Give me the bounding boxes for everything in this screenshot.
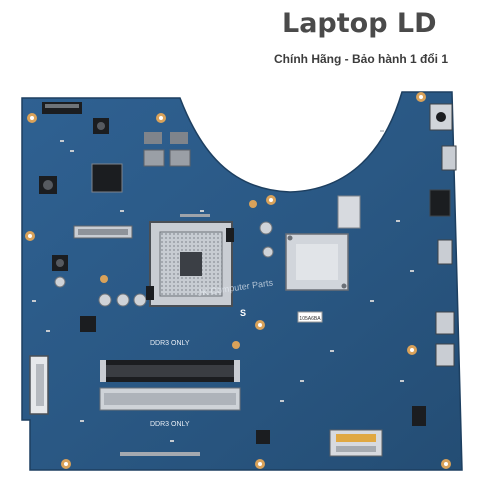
- ddr-label-bottom: DDR3 ONLY: [150, 421, 190, 428]
- chipset-heatsink: [285, 233, 349, 291]
- ram-slot-bottom: [99, 387, 241, 411]
- inductors: [39, 118, 270, 444]
- capacitors: [54, 221, 274, 307]
- bios-shield: [337, 195, 361, 229]
- right-ports: [412, 103, 457, 426]
- power-chokes: [143, 132, 191, 167]
- sata-connector: [29, 355, 49, 415]
- card-reader: [329, 429, 383, 457]
- brand-mark: S: [240, 308, 246, 318]
- cpu-socket: [146, 221, 234, 307]
- warranty-subtitle: Chính Hãng - Bảo hành 1 đổi 1: [274, 52, 448, 66]
- smd-components: [32, 130, 414, 456]
- serial-sticker: [297, 311, 323, 323]
- sticker-text: 105A6BA: [299, 316, 321, 322]
- ram-slot-top: [100, 360, 240, 382]
- ec-chip: [91, 163, 123, 193]
- ddr-label-top: DDR3 ONLY: [150, 340, 190, 347]
- page-title: Laptop LD: [282, 8, 437, 39]
